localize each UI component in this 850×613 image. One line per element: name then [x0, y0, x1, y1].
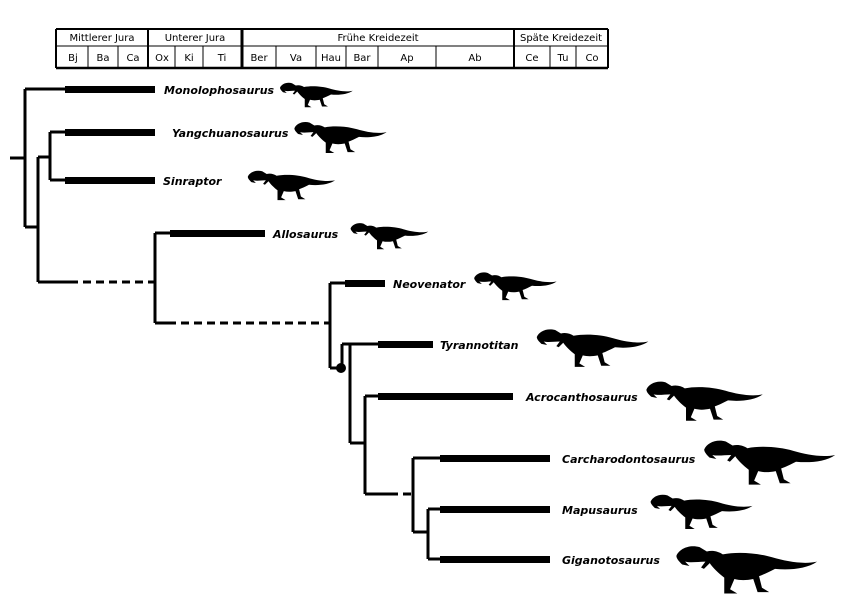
stage-label: Hau: [321, 53, 341, 64]
range-bar: [170, 230, 265, 237]
theropod-silhouette-icon: [536, 329, 649, 367]
taxon-labels: Monolophosaurus Yangchuanosaurus Sinrapt…: [163, 84, 696, 567]
theropod-silhouette-icon: [280, 82, 353, 108]
era-label: Mittlerer Jura: [69, 33, 134, 44]
range-bar: [378, 341, 433, 348]
theropod-silhouette-icon: [350, 223, 429, 250]
range-bar: [440, 455, 550, 462]
stage-label: Ap: [400, 53, 413, 64]
taxon-label: Giganotosaurus: [562, 554, 660, 567]
stage-label: Co: [585, 53, 598, 64]
stage-label: Bar: [353, 53, 371, 64]
taxon-label: Acrocanthosaurus: [525, 391, 638, 404]
taxon-label: Sinraptor: [163, 175, 222, 188]
range-bar: [378, 393, 513, 400]
cladogram-branches: [10, 87, 440, 561]
taxon-label: Allosaurus: [272, 228, 339, 241]
era-label: Späte Kreidezeit: [520, 33, 602, 44]
theropod-silhouette-icon: [294, 122, 387, 154]
stage-label: Ti: [217, 53, 227, 64]
timescale-header: Mittlerer Jura Unterer Jura Frühe Kreide…: [55, 28, 609, 70]
range-bar: [65, 177, 155, 184]
theropod-silhouette-icon: [474, 272, 557, 301]
stage-label: Ab: [468, 53, 481, 64]
range-bars: [65, 86, 550, 563]
taxon-label: Mapusaurus: [562, 504, 638, 517]
stage-label: Ca: [126, 53, 139, 64]
range-bar: [65, 129, 155, 136]
stage-label: Ber: [250, 53, 268, 64]
taxon-label: Yangchuanosaurus: [172, 127, 289, 140]
taxon-label: Neovenator: [393, 278, 466, 291]
node-marker: [336, 363, 346, 373]
theropod-silhouette-icon: [704, 440, 836, 485]
stage-label: Bj: [68, 53, 78, 64]
theropod-silhouette-icon: [650, 494, 753, 529]
theropod-silhouette-icon: [676, 546, 818, 594]
stage-label: Ba: [97, 53, 110, 64]
stage-label: Ki: [184, 53, 193, 64]
stage-label: Ox: [155, 53, 169, 64]
taxon-label: Tyrannotitan: [440, 339, 519, 352]
range-bar: [345, 280, 385, 287]
stage-label: Ce: [525, 53, 538, 64]
stage-label: Tu: [557, 53, 569, 64]
era-label: Frühe Kreidezeit: [337, 33, 418, 44]
taxon-label: Carcharodontosaurus: [562, 453, 696, 466]
theropod-silhouette-icon: [646, 381, 763, 421]
era-label: Unterer Jura: [165, 33, 226, 44]
theropod-silhouette-icon: [247, 170, 336, 201]
range-bar: [65, 86, 155, 93]
dinosaur-silhouettes: [247, 82, 836, 594]
range-bar: [440, 506, 550, 513]
taxon-label: Monolophosaurus: [164, 84, 275, 97]
range-bar: [440, 556, 550, 563]
stage-label: Va: [290, 53, 302, 64]
